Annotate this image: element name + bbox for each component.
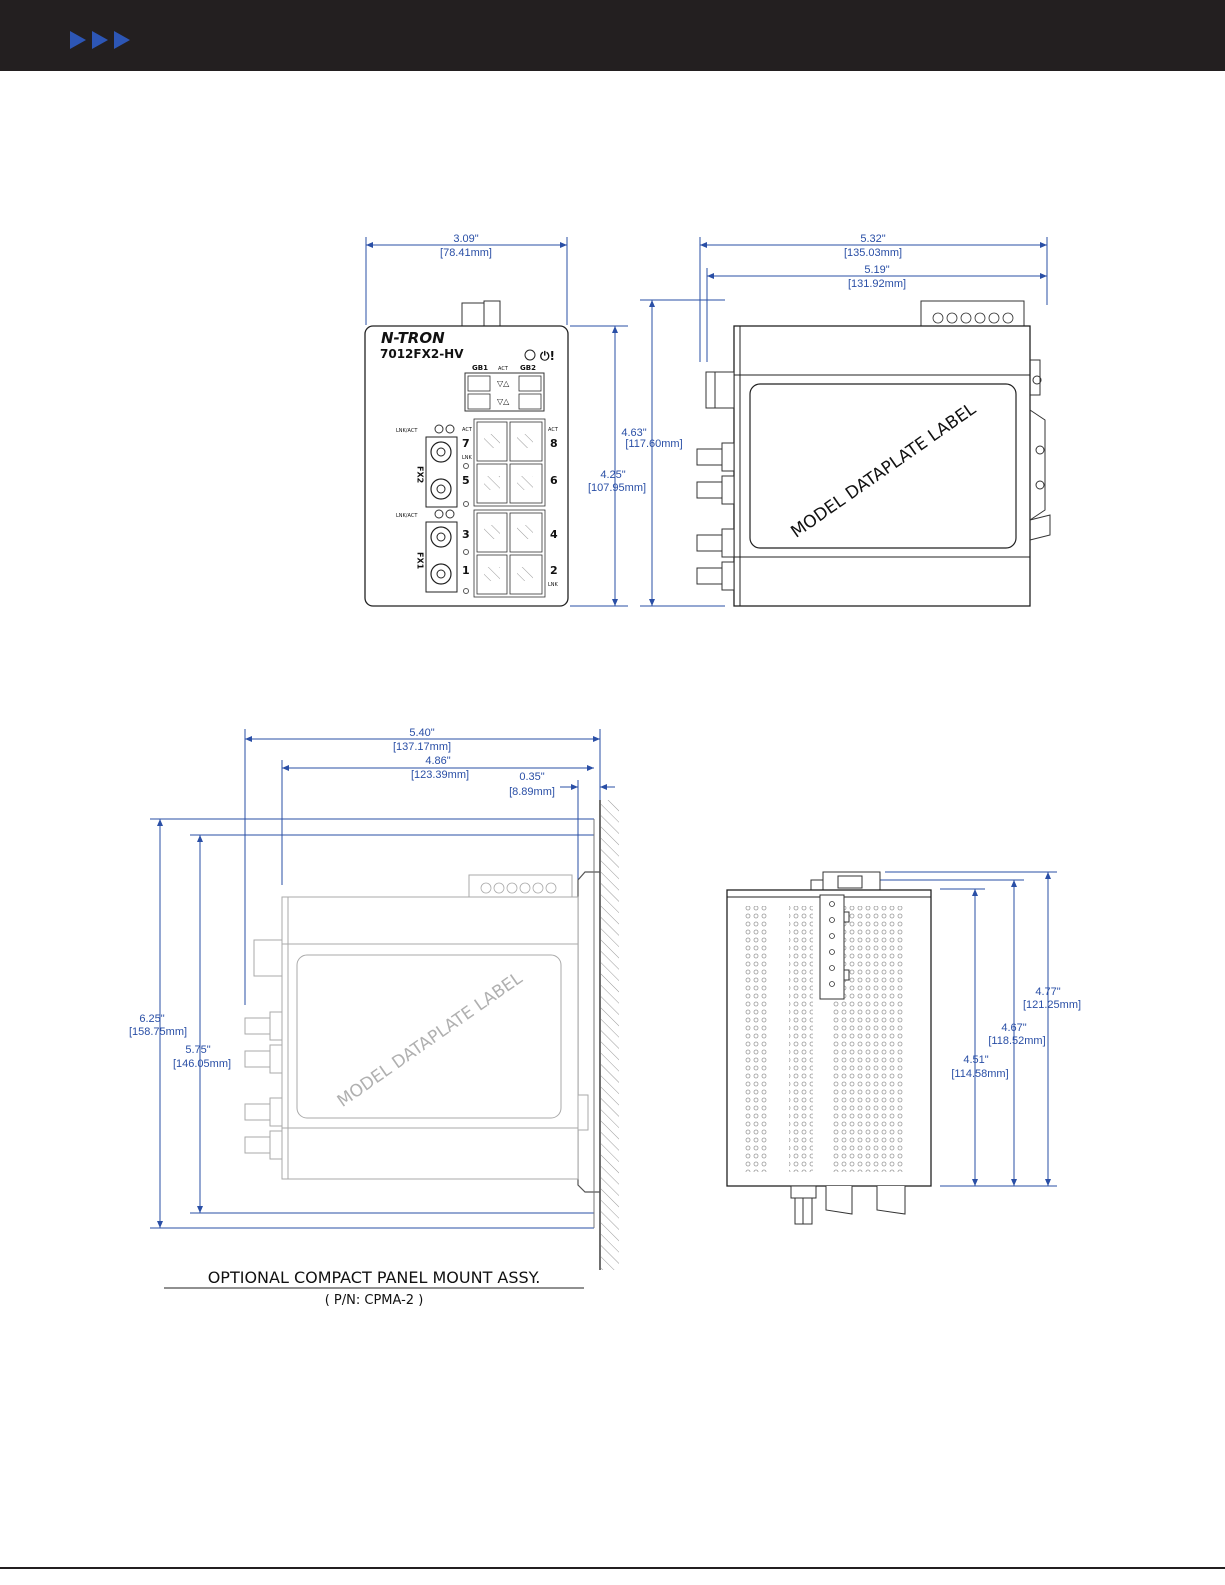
port-act-label-r: ACT	[548, 427, 559, 433]
gb-arrows-icon: ▽△	[497, 379, 510, 388]
port-1: 1	[462, 564, 470, 577]
panel-d1-in: 5.40"	[409, 727, 434, 739]
front-height2-in: 4.25"	[600, 469, 625, 481]
port-lnk-label: LNK	[462, 455, 473, 461]
port-act-label: ACT	[462, 427, 473, 433]
fx1-label: FX1	[416, 552, 425, 570]
top-h2-in: 4.67"	[1001, 1022, 1026, 1034]
panel-h2-in: 5.75"	[185, 1044, 210, 1056]
front-width-mm: [78.41mm]	[440, 247, 492, 259]
panel-d2-mm: [123.39mm]	[411, 769, 469, 781]
side-depth1-in: 5.32"	[860, 233, 885, 245]
top-h1-mm: [121.25mm]	[1023, 999, 1081, 1011]
top-h1-in: 4.77"	[1035, 986, 1060, 998]
brand-logo: N-TRON	[381, 329, 445, 347]
page-header	[0, 0, 1225, 71]
gb-act-label: ACT	[498, 366, 509, 372]
front-width-in: 3.09"	[453, 233, 478, 245]
panel-mount-view: 5.40" [137.17mm] 4.86" [123.39mm] 0.35" …	[129, 727, 619, 1308]
side-view: 5.32" [135.03mm] 5.19" [131.92mm] MODEL …	[696, 233, 1051, 607]
gb-arrows-icon-2: ▽△	[497, 397, 510, 406]
port-4: 4	[550, 528, 558, 541]
fx2-label: FX2	[416, 466, 425, 483]
panel-h2-mm: [146.05mm]	[173, 1058, 231, 1070]
top-h3-mm: [114.58mm]	[951, 1068, 1008, 1080]
side-depth1-mm: [135.03mm]	[844, 247, 902, 259]
panel-d3-mm: [8.89mm]	[509, 786, 555, 798]
panel-d2-in: 4.86"	[425, 755, 450, 767]
side-depth2-in: 5.19"	[864, 264, 889, 276]
triple-arrow-icon	[70, 31, 130, 49]
port-5: 5	[462, 474, 470, 487]
model-label: 7012FX2-HV	[380, 347, 464, 361]
panel-caption: OPTIONAL COMPACT PANEL MOUNT ASSY.	[208, 1268, 541, 1287]
port-7: 7	[462, 437, 470, 450]
power-icon: ⏻!	[540, 349, 555, 363]
led-indicator	[524, 349, 536, 361]
panel-part-number: ( P/N: CPMA-2 )	[325, 1293, 424, 1308]
front-height2-mm: [107.95mm]	[588, 482, 646, 494]
port-3: 3	[462, 528, 470, 541]
panel-d3-in: 0.35"	[519, 771, 544, 783]
top-h3-in: 4.51"	[963, 1054, 988, 1066]
port-6: 6	[550, 474, 558, 487]
top-h2-mm: [118.52mm]	[988, 1035, 1045, 1047]
port-lnk-label-r: LNK	[548, 582, 559, 588]
front-view: 3.09" [78.41mm] 4.63" [117.60mm] 4.25" […	[364, 233, 725, 607]
fx1-lnkact-label: LNK/ACT	[396, 513, 418, 519]
gb2-label: GB2	[520, 364, 536, 372]
side-depth2-mm: [131.92mm]	[848, 278, 906, 290]
port-8: 8	[550, 437, 558, 450]
port-2: 2	[550, 564, 558, 577]
panel-d1-mm: [137.17mm]	[393, 741, 451, 753]
gb1-label: GB1	[472, 364, 488, 372]
front-height1-mm: [117.60mm]	[625, 438, 682, 450]
footer-rule	[0, 1567, 1225, 1569]
fx2-lnkact-label: LNK/ACT	[396, 428, 418, 434]
panel-h1-in: 6.25"	[139, 1013, 164, 1025]
panel-h1-mm: [158.75mm]	[129, 1026, 187, 1038]
top-view: 4.77" [121.25mm] 4.67" [118.52mm] 4.51" …	[726, 871, 1081, 1225]
front-height1-in: 4.63"	[621, 427, 646, 439]
